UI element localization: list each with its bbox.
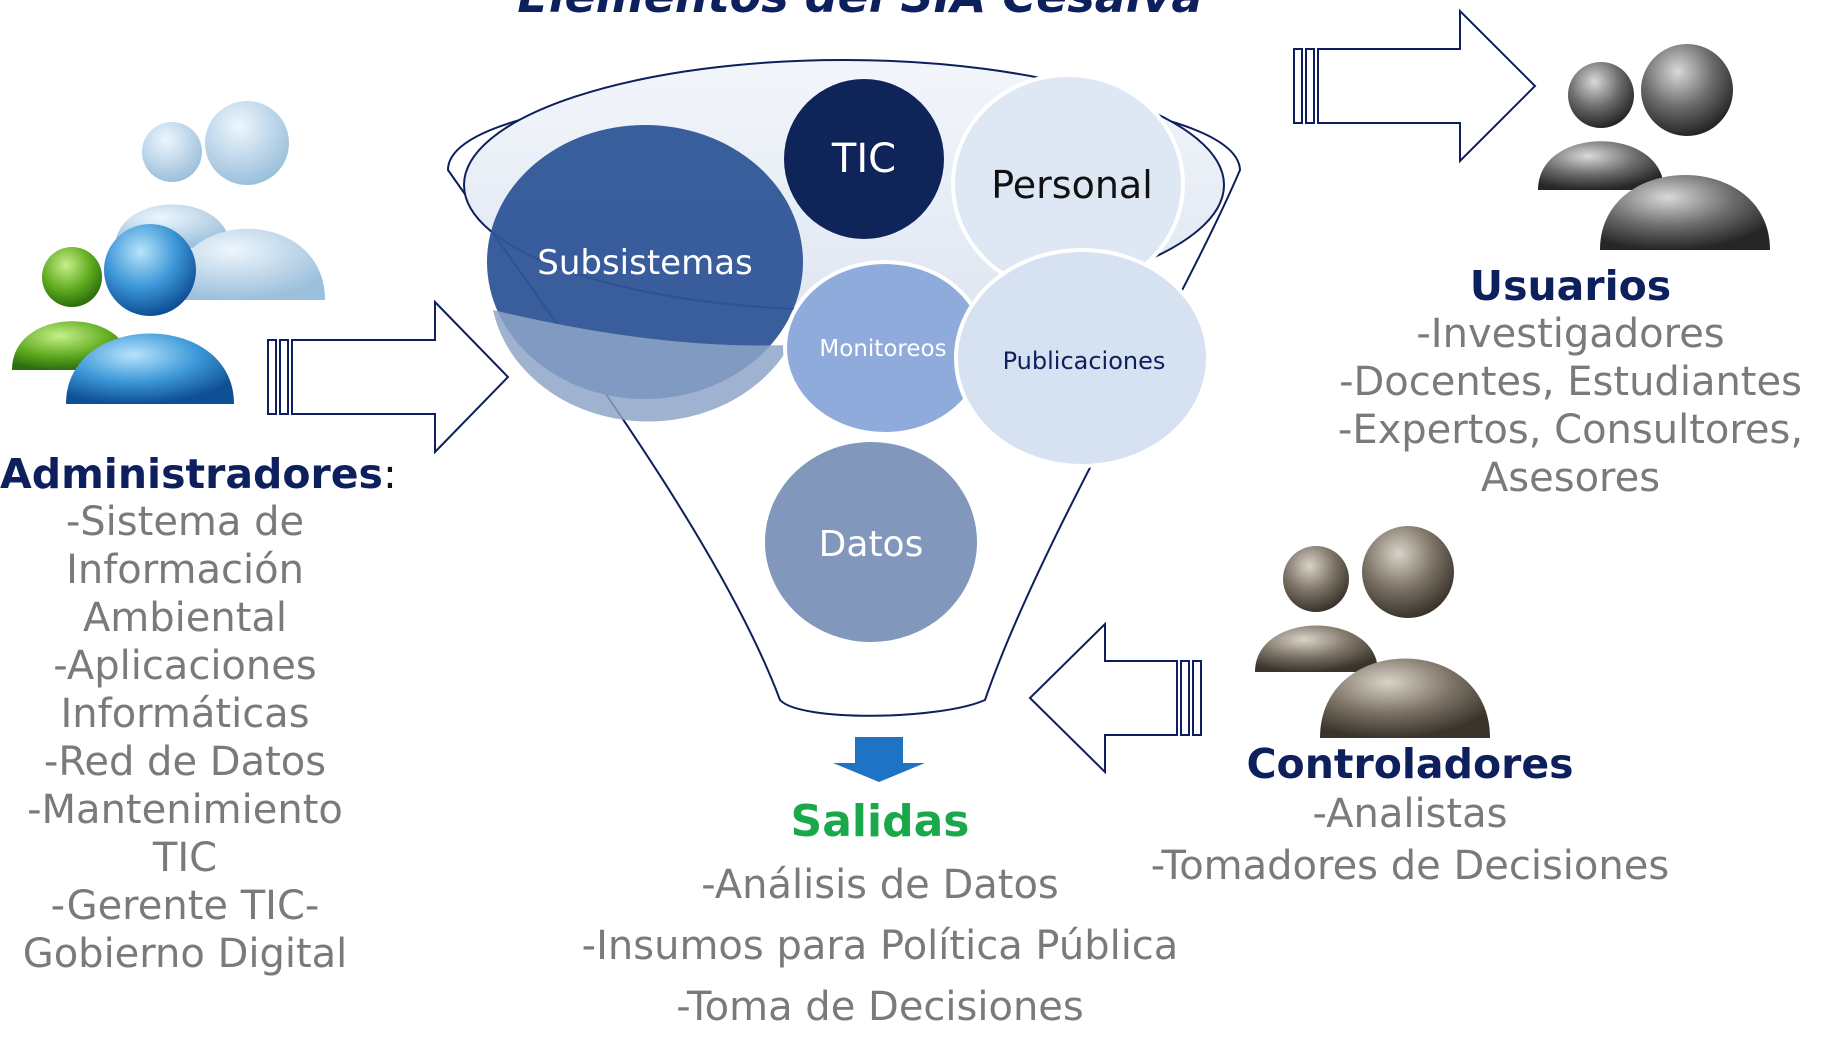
- salidas-block: Salidas -Análisis de Datos -Insumos para…: [580, 795, 1180, 1038]
- usuarios-item: Asesores: [1480, 455, 1661, 501]
- controladores-item: -Tomadores de Decisiones: [1150, 843, 1670, 889]
- administradores-item: -Red de Datos: [43, 739, 327, 785]
- circle-label-subsistemas: Subsistemas: [537, 243, 753, 283]
- administradores-heading-text: Administradores: [0, 450, 383, 498]
- administradores-item: Ambiental: [82, 595, 288, 641]
- controladores-arrow-icon: [1028, 621, 1202, 775]
- administradores-heading-colon: :: [382, 450, 397, 498]
- salidas-item: -Toma de Decisiones: [676, 984, 1084, 1030]
- circle-label-datos: Datos: [819, 524, 924, 565]
- salidas-arrow-icon: [833, 737, 925, 782]
- usuarios-item: -Docentes, Estudiantes: [1339, 359, 1802, 405]
- admin-arrow-icon: [267, 299, 510, 455]
- circle-label-publicaciones: Publicaciones: [1003, 347, 1166, 375]
- administradores-item: Informáticas: [60, 691, 310, 737]
- controladores-block: Controladores -Analistas -Tomadores de D…: [1150, 740, 1670, 892]
- circle-label-personal: Personal: [991, 163, 1153, 207]
- administradores-item: -Aplicaciones: [53, 643, 317, 689]
- controladores-people-icon: [1255, 526, 1490, 738]
- usuarios-people-icon: [1538, 44, 1770, 250]
- administradores-item: -Sistema de: [65, 499, 305, 545]
- administradores-item: -Mantenimiento TIC: [27, 787, 343, 881]
- usuarios-item: -Investigadores: [1416, 311, 1725, 357]
- usuarios-arrow-icon: [1293, 8, 1537, 164]
- circle-datos: [765, 442, 977, 642]
- usuarios-heading: Usuarios: [1469, 262, 1672, 310]
- controladores-item: -Analistas: [1312, 791, 1508, 837]
- administradores-block: Administradores: -Sistema de Información…: [0, 450, 397, 978]
- circle-subsistemas-lower: [493, 310, 790, 422]
- salidas-item: -Insumos para Política Pública: [581, 923, 1179, 969]
- usuarios-item: -Expertos, Consultores,: [1337, 407, 1804, 453]
- salidas-heading: Salidas: [790, 796, 970, 847]
- administradores-item: -Gerente TIC-: [50, 883, 320, 929]
- salidas-item: -Análisis de Datos: [701, 862, 1059, 908]
- circle-label-tic: TIC: [831, 136, 896, 182]
- administradores-people-icon: [12, 101, 325, 404]
- circle-label-monitoreos: Monitoreos: [819, 336, 946, 362]
- administradores-heading: Administradores:: [0, 450, 397, 498]
- circle-publicaciones: [954, 248, 1210, 468]
- usuarios-block: Usuarios -Investigadores -Docentes, Estu…: [1338, 262, 1841, 502]
- administradores-item: Información: [66, 547, 304, 593]
- controladores-heading: Controladores: [1246, 740, 1574, 788]
- circle-tic: [784, 79, 944, 239]
- diagram-title: Elementos del SIA Cesalva: [517, 0, 1202, 23]
- administradores-item: Gobierno Digital: [22, 931, 348, 977]
